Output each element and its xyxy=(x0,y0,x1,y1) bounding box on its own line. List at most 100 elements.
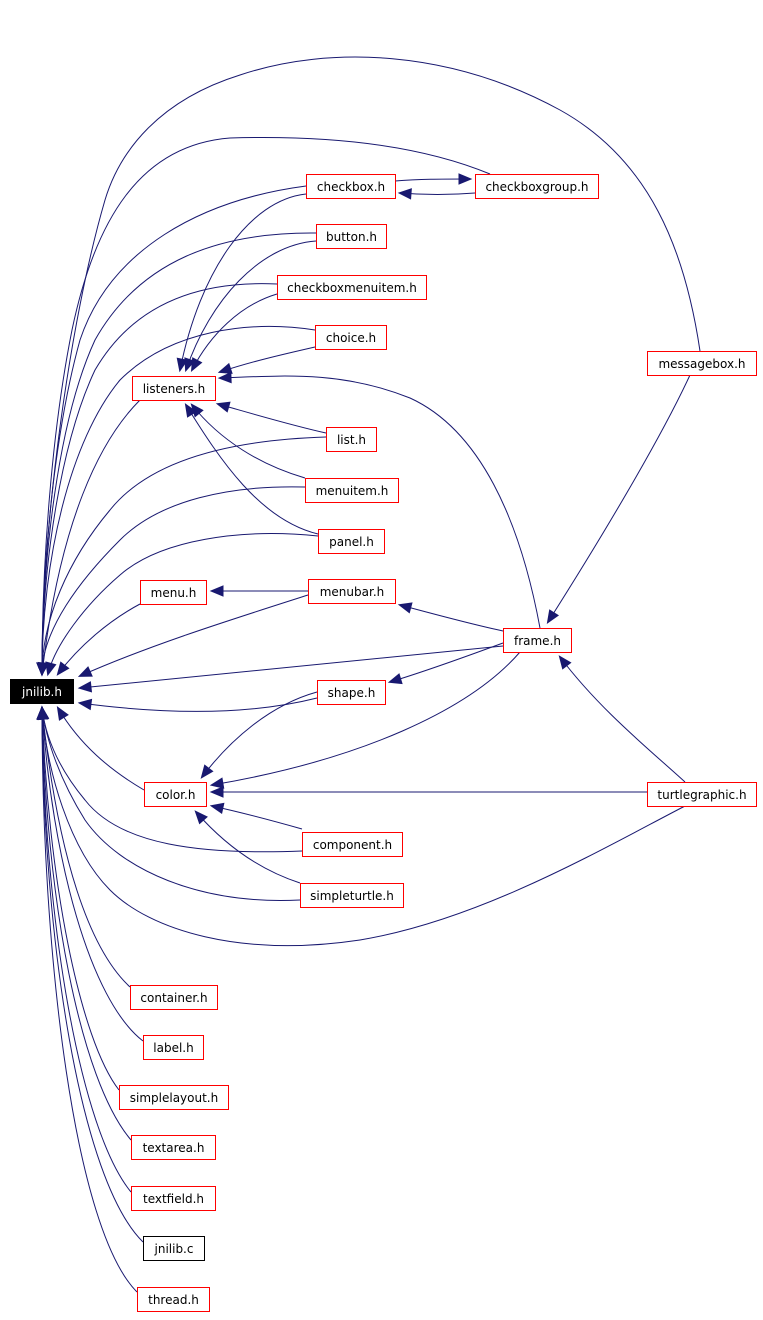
edge-line xyxy=(41,56,701,675)
node-box xyxy=(130,985,218,1010)
node-choice-h[interactable]: choice.h xyxy=(315,325,387,350)
node-list-h[interactable]: list.h xyxy=(326,427,377,452)
node-textfield-h[interactable]: textfield.h xyxy=(131,1186,216,1211)
node-box xyxy=(475,174,599,199)
node-box xyxy=(119,1085,229,1110)
edge-color_h-to-jnilib_h xyxy=(56,706,145,791)
edge-menu_h-to-jnilib_h xyxy=(56,603,141,676)
node-thread-h[interactable]: thread.h xyxy=(137,1287,210,1312)
edge-line xyxy=(41,486,306,675)
edge-line xyxy=(57,603,141,675)
edge-line xyxy=(41,283,278,675)
arrowhead-icon xyxy=(209,802,225,815)
node-checkboxgroup-h[interactable]: checkboxgroup.h xyxy=(475,174,599,199)
edge-checkbox_h-to-checkboxgroup_h xyxy=(394,173,473,185)
edge-checkboxgroup_h-to-jnilib_h xyxy=(36,136,491,677)
edge-list_h-to-jnilib_h xyxy=(36,436,327,677)
edge-line xyxy=(191,404,306,479)
edge-turtlegraphic_h-to-jnilib_h xyxy=(37,705,686,947)
node-shape-h[interactable]: shape.h xyxy=(317,680,386,705)
node-box xyxy=(143,1236,205,1261)
node-label: jnilib.c xyxy=(154,1242,194,1256)
node-label-h[interactable]: label.h xyxy=(143,1035,204,1060)
edge-line xyxy=(41,707,138,1293)
node-textarea-h[interactable]: textarea.h xyxy=(131,1135,216,1160)
node-simplelayout-h[interactable]: simplelayout.h xyxy=(119,1085,229,1110)
node-box xyxy=(143,1035,204,1060)
edge-line xyxy=(219,346,316,373)
edge-line xyxy=(217,403,327,434)
edge-line xyxy=(211,651,521,786)
edge-panel_h-to-listeners_h xyxy=(184,403,319,535)
edge-line xyxy=(57,707,145,791)
edge-line xyxy=(399,604,504,632)
edge-shape_h-to-jnilib_h xyxy=(77,697,318,712)
node-label: label.h xyxy=(153,1041,193,1055)
edge-line xyxy=(41,707,131,988)
node-frame-h[interactable]: frame.h xyxy=(503,628,572,653)
node-jnilib-c[interactable]: jnilib.c xyxy=(143,1236,205,1261)
node-turtlegraphic-h[interactable]: turtlegraphic.h xyxy=(647,782,757,807)
node-box xyxy=(277,275,427,300)
edge-line xyxy=(389,642,504,683)
arrowhead-icon xyxy=(209,777,225,789)
node-label: checkboxgroup.h xyxy=(485,180,588,194)
arrowhead-icon xyxy=(194,810,208,825)
edge-checkboxgroup_h-to-checkbox_h xyxy=(397,188,476,200)
node-checkboxmenuitem-h[interactable]: checkboxmenuitem.h xyxy=(277,275,427,300)
edge-turtlegraphic_h-to-color_h xyxy=(209,786,648,798)
node-component-h[interactable]: component.h xyxy=(302,832,403,857)
node-box xyxy=(647,782,757,807)
arrowhead-icon xyxy=(56,661,70,676)
node-menubar-h[interactable]: menubar.h xyxy=(308,579,396,604)
node-menuitem-h[interactable]: menuitem.h xyxy=(305,478,399,503)
node-box xyxy=(308,579,396,604)
node-box xyxy=(315,325,387,350)
node-label: turtlegraphic.h xyxy=(657,788,746,802)
node-label: checkboxmenuitem.h xyxy=(287,281,417,295)
node-label: frame.h xyxy=(514,634,561,648)
edge-line xyxy=(41,707,144,1243)
node-label: checkbox.h xyxy=(317,180,385,194)
node-panel-h[interactable]: panel.h xyxy=(318,529,385,554)
node-box xyxy=(137,1287,210,1312)
edge-frame_h-to-shape_h xyxy=(387,642,504,685)
edge-line xyxy=(41,326,316,675)
arrowhead-icon xyxy=(397,602,413,614)
node-box xyxy=(316,224,387,249)
edge-checkboxmenuitem_h-to-listeners_h xyxy=(190,293,278,373)
arrowhead-icon xyxy=(36,705,48,720)
edge-line xyxy=(79,645,504,689)
edge-messagebox_h-to-frame_h xyxy=(546,374,691,624)
node-jnilib-h[interactable]: jnilib.h xyxy=(10,679,74,704)
edge-line xyxy=(79,697,318,712)
node-label: panel.h xyxy=(329,535,374,549)
edge-line xyxy=(211,805,303,830)
edge-line xyxy=(41,707,144,1042)
node-label: color.h xyxy=(156,788,196,802)
node-button-h[interactable]: button.h xyxy=(316,224,387,249)
node-checkbox-h[interactable]: checkbox.h xyxy=(306,174,396,199)
node-box xyxy=(131,1186,216,1211)
edge-line xyxy=(47,533,319,675)
node-messagebox-h[interactable]: messagebox.h xyxy=(647,351,757,376)
node-menu-h[interactable]: menu.h xyxy=(140,580,207,605)
edge-simpleturtle_h-to-color_h xyxy=(194,810,301,884)
edge-line xyxy=(219,375,541,629)
edge-frame_h-to-color_h xyxy=(209,651,521,789)
node-color-h[interactable]: color.h xyxy=(144,782,207,807)
edge-line xyxy=(559,656,686,783)
arrowhead-icon xyxy=(209,585,224,597)
edge-frame_h-to-menubar_h xyxy=(397,602,504,632)
edge-line xyxy=(195,811,301,884)
edge-turtlegraphic_h-to-frame_h xyxy=(558,655,686,783)
node-box xyxy=(131,1135,216,1160)
node-simpleturtle-h[interactable]: simpleturtle.h xyxy=(300,883,404,908)
edge-thread_h-to-jnilib_h xyxy=(36,705,138,1293)
node-listeners-h[interactable]: listeners.h xyxy=(132,376,216,401)
node-label: menu.h xyxy=(151,586,197,600)
node-container-h[interactable]: container.h xyxy=(130,985,218,1010)
edge-menuitem_h-to-jnilib_h xyxy=(36,486,306,677)
node-box xyxy=(300,883,404,908)
